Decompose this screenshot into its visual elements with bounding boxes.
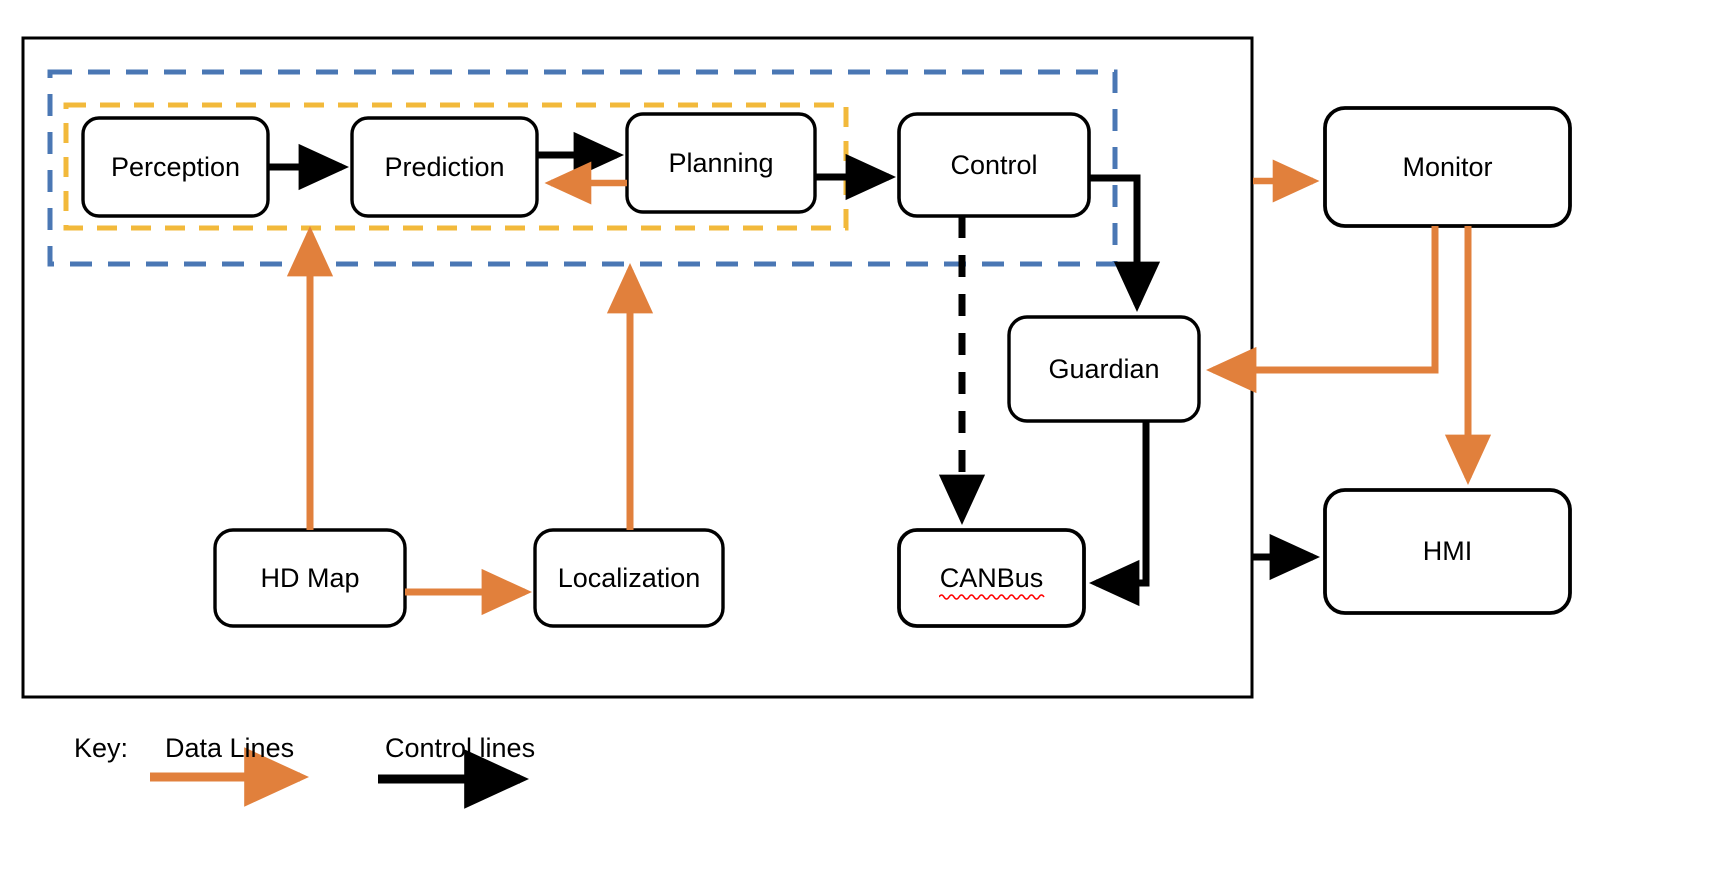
- node-canbus[interactable]: [897, 528, 1086, 628]
- node-hd-map[interactable]: [213, 528, 407, 628]
- canbus-spellcheck-underline: [939, 594, 1045, 600]
- node-prediction[interactable]: [350, 116, 539, 218]
- node-planning[interactable]: [625, 112, 817, 214]
- legend-label-data-lines: Data Lines: [165, 733, 295, 763]
- node-hmi[interactable]: [1323, 488, 1572, 615]
- edge-control-guardian: [1089, 174, 1161, 313]
- edge-guardian-canbus: [1088, 421, 1150, 607]
- node-perception[interactable]: [81, 116, 270, 218]
- group-blue-dashed: [47, 69, 1118, 267]
- legend-title: Key:: [74, 733, 129, 763]
- node-localization[interactable]: [533, 528, 725, 628]
- node-monitor[interactable]: [1323, 106, 1572, 228]
- node-control[interactable]: [897, 112, 1091, 218]
- legend-label-control-lines: Control lines: [385, 733, 536, 763]
- group-yellow-dashed: [63, 102, 849, 231]
- edge-monitor-guardian: [1205, 226, 1439, 394]
- node-guardian[interactable]: [1007, 315, 1201, 423]
